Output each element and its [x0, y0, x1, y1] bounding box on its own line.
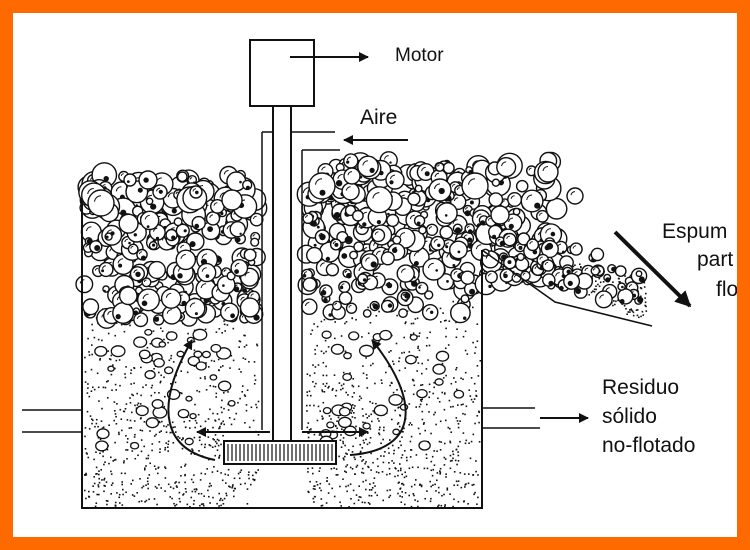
inlet-pipe: [22, 409, 82, 433]
foam-out-arrow: [613, 230, 692, 308]
tank-walls: [81, 200, 483, 509]
foam-weir: [481, 249, 653, 327]
foam-label-line-2: part: [697, 248, 733, 271]
air-tube-right: [291, 131, 340, 430]
foam-label-line-1: Espum: [662, 220, 727, 243]
flotation-cell-diagram: Motor Aire Espum part flo Residuo sólido…: [22, 39, 737, 509]
motor-box: [249, 39, 315, 107]
air-label: Aire: [360, 106, 397, 129]
air-tube-left: [261, 131, 273, 430]
recirculation-arrow-left: [167, 339, 216, 461]
outlet-pipe: [482, 407, 540, 429]
flow-arrows: [167, 52, 692, 461]
foam-label-line-3: flo: [716, 278, 737, 301]
residue-label-line-1: Residuo: [602, 376, 679, 399]
residue-label-line-3: no-flotado: [602, 434, 695, 457]
motor-label: Motor: [395, 45, 444, 66]
impeller-shaft: [272, 105, 292, 443]
foam-layer: [75, 151, 648, 329]
residue-label-line-2: sólido: [602, 405, 657, 428]
tank: [22, 200, 653, 509]
recirculation-arrow-right: [349, 339, 407, 456]
impeller: [223, 440, 337, 465]
shaft-assembly: [261, 105, 340, 443]
